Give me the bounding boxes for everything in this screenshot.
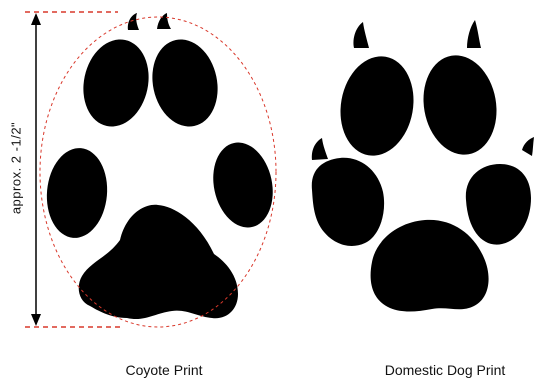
dog-claw-side-left	[312, 138, 328, 160]
coyote-toe-side-left	[43, 146, 111, 241]
measure-arrowhead-bottom	[31, 314, 41, 326]
dog-main-pad	[371, 220, 489, 312]
coyote-claw-right	[157, 13, 171, 29]
dog-claw-front-left	[353, 22, 369, 48]
coyote-toe-side-right	[206, 137, 281, 233]
dog-toe-front-left	[333, 51, 421, 162]
dog-toe-front-right	[416, 50, 504, 161]
measure-arrowhead-top	[31, 13, 41, 25]
coyote-main-pad	[79, 205, 238, 319]
measurement-label: approx. 2 -1/2"	[9, 122, 24, 214]
dog-claw-side-right	[522, 137, 534, 156]
coyote-print-caption: Coyote Print	[125, 362, 202, 378]
dog-claw-front-right	[467, 20, 481, 48]
dog-toe-side-right	[466, 164, 531, 245]
dog-print-caption: Domestic Dog Print	[385, 362, 506, 378]
coyote-print	[43, 13, 280, 319]
domestic-dog-print	[312, 20, 534, 312]
coyote-toe-front-right	[145, 33, 226, 132]
coyote-claw-left	[128, 13, 139, 30]
dog-toe-side-left	[312, 158, 384, 246]
